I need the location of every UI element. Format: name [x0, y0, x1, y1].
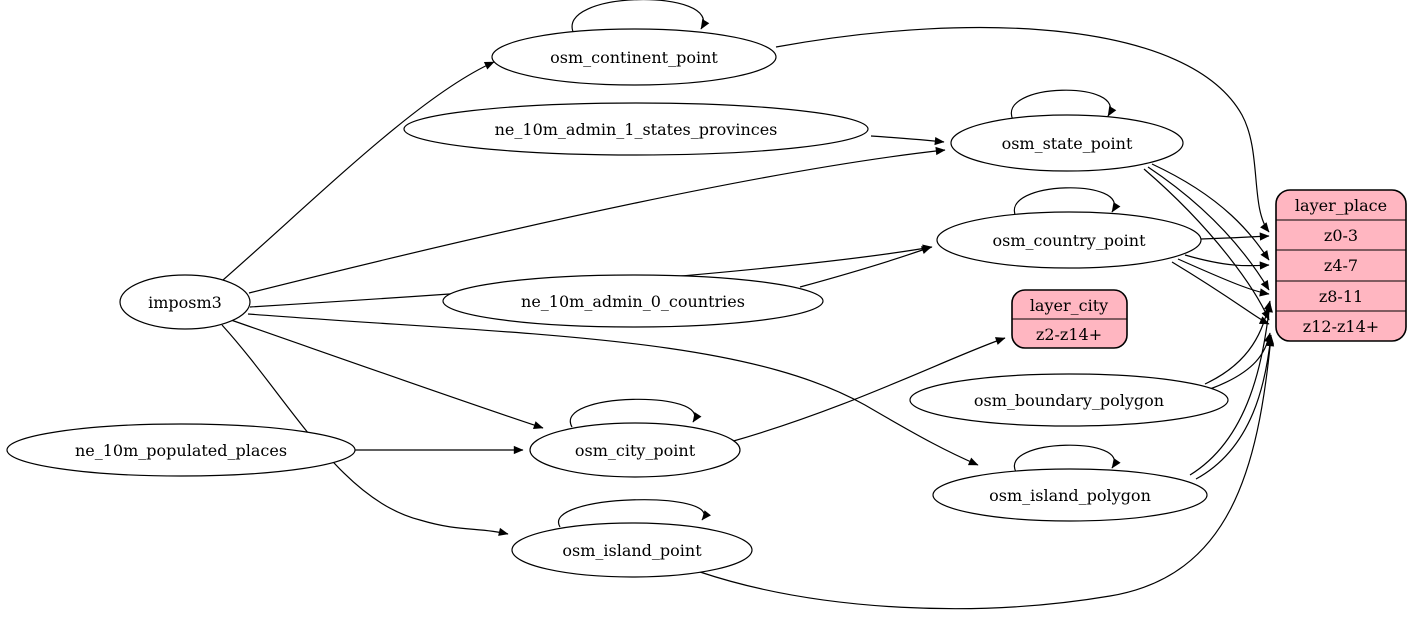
ne-10m-populated-places-ellipse [6, 423, 356, 477]
node-osm-city-point: osm_city_point [529, 422, 741, 478]
node-imposm3: imposm3 [119, 274, 251, 330]
ne-10m-admin-0-countries-ellipse [442, 274, 824, 328]
layer-city-title: layer_city [1030, 296, 1108, 315]
edge-osm-city-point-to-layer-city-z2-z14 [729, 337, 1006, 443]
node-ne-10m-populated-places: ne_10m_populated_places [6, 423, 356, 477]
layer-place-row-z4-7: z4-7 [1324, 256, 1358, 275]
edge-osm-state-point-to-layer-place-z8-11 [1147, 166, 1270, 291]
record-layer-place: layer_place z0-3 z4-7 z8-11 z12-z14+ [1275, 189, 1407, 342]
osm-boundary-polygon-label: osm_boundary_polygon [974, 391, 1164, 410]
edge-osm-island-point-to-layer-place-z12-z14 [699, 336, 1275, 610]
edge-osm-continent-point-to-layer-place-z0-3 [775, 26, 1270, 233]
osm-state-point-ellipse [950, 114, 1184, 172]
edge-osm-state-point-to-layer-place-z4-7 [1151, 163, 1270, 261]
edge-imposm3-to-osm-state-point [248, 146, 946, 294]
osm-island-polygon-ellipse [932, 468, 1208, 522]
osm-country-point-ellipse [936, 211, 1202, 269]
self-loop-osm-country-point [1013, 187, 1121, 218]
self-loop-osm-island-polygon [1013, 444, 1121, 473]
node-osm-continent-point: osm_continent_point [491, 28, 777, 86]
edge-ne-10m-admin-1-states-provinces-to-osm-state-point [870, 135, 945, 146]
osm-island-point-ellipse [511, 522, 753, 578]
layer-place-row-z8-11: z8-11 [1319, 287, 1363, 306]
edge-osm-state-point-to-layer-place-z12-z14 [1143, 168, 1270, 321]
self-loop-osm-continent-point [571, 0, 710, 35]
node-ne-10m-admin-0-countries: ne_10m_admin_0_countries [442, 274, 824, 328]
node-osm-island-polygon: osm_island_polygon [932, 468, 1208, 522]
self-loop-osm-island-point [557, 499, 711, 528]
imposm3-ellipse [119, 274, 251, 330]
osm-city-point-label: osm_city_point [575, 441, 696, 460]
ne-10m-admin-0-countries-label: ne_10m_admin_0_countries [521, 292, 745, 311]
edge-osm-country-point-to-layer-place-z0-3 [1200, 232, 1270, 241]
osm-boundary-polygon-ellipse [909, 373, 1229, 427]
edge-imposm3-to-osm-continent-point [222, 61, 495, 281]
layer-place-row-z12-z14: z12-z14+ [1303, 317, 1379, 336]
node-osm-country-point: osm_country_point [936, 211, 1202, 269]
node-osm-boundary-polygon: osm_boundary_polygon [909, 373, 1229, 427]
osm-city-point-ellipse [529, 422, 741, 478]
osm-continent-point-ellipse [491, 28, 777, 86]
layer-place-row-z0-3: z0-3 [1324, 226, 1358, 245]
edge-osm-island-polygon-to-layer-place-z8-11 [1189, 302, 1273, 476]
edge-osm-island-polygon-to-layer-place-z12-z14 [1195, 334, 1275, 480]
osm-island-polygon-label: osm_island_polygon [989, 486, 1151, 505]
ne-10m-admin-1-states-provinces-ellipse [403, 102, 869, 156]
edge-osm-country-point-to-layer-place-z4-7 [1184, 254, 1270, 270]
osm-continent-point-label: osm_continent_point [550, 48, 718, 67]
self-loop-osm-state-point [1010, 89, 1117, 121]
ne-10m-populated-places-label: ne_10m_populated_places [75, 441, 287, 460]
layer-place-title: layer_place [1295, 196, 1387, 215]
layer-place-box [1275, 189, 1407, 342]
layer-city-row-z2-z14: z2-z14+ [1036, 325, 1102, 344]
edge-imposm3-to-osm-city-point [230, 319, 544, 430]
imposm3-label: imposm3 [148, 293, 222, 312]
node-ne-10m-admin-1-states-provinces: ne_10m_admin_1_states_provinces [403, 102, 869, 156]
self-loop-osm-city-point [569, 398, 702, 428]
edge-ne-10m-admin-0-countries-to-osm-country-point [799, 246, 932, 288]
record-layer-city: layer_city z2-z14+ [1011, 289, 1128, 349]
osm-island-point-label: osm_island_point [562, 541, 702, 560]
osm-state-point-label: osm_state_point [1002, 134, 1133, 153]
edge-imposm3-to-osm-island-polygon [247, 313, 979, 466]
node-osm-state-point: osm_state_point [950, 114, 1184, 172]
edge-osm-country-point-to-layer-place-z8-11 [1177, 258, 1270, 297]
ne-10m-admin-1-states-provinces-label: ne_10m_admin_1_states_provinces [495, 120, 778, 139]
edge-imposm3-to-osm-island-point [221, 324, 509, 536]
osm-country-point-label: osm_country_point [992, 231, 1146, 250]
node-osm-island-point: osm_island_point [511, 522, 753, 578]
